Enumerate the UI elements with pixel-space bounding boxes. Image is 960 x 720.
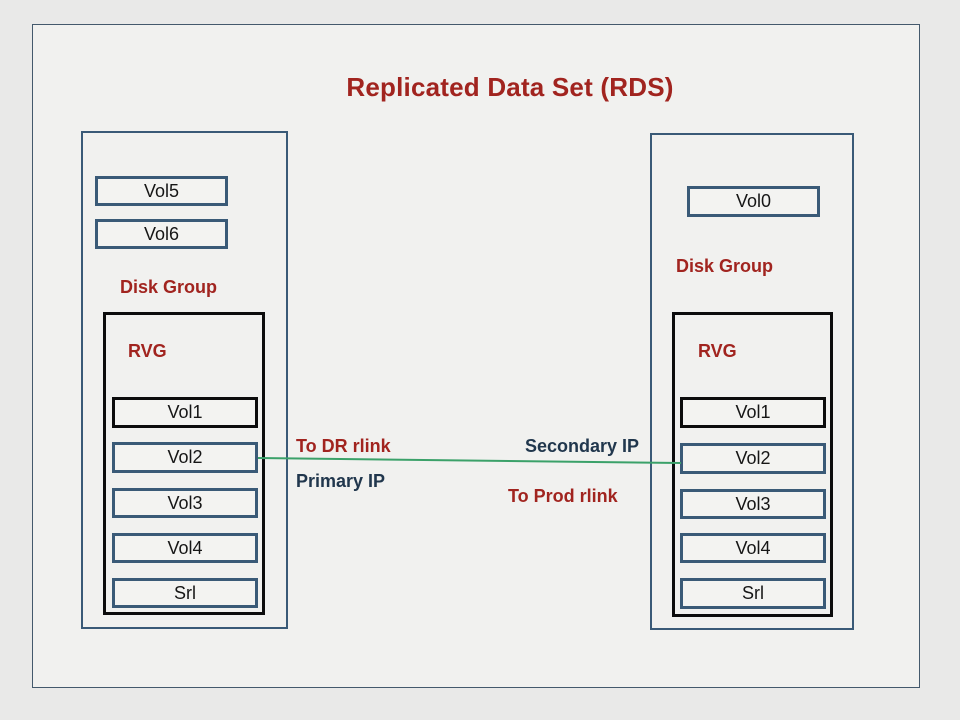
- primary-rvg-vol2-box: Vol2: [112, 442, 258, 473]
- to-dr-rlink-label: To DR rlink: [296, 436, 391, 456]
- secondary-rvg-vol4-box: Vol4: [680, 533, 826, 563]
- primary-rvg-vol1-box: Vol1: [112, 397, 258, 428]
- primary-disk-group-label: Disk Group: [120, 277, 218, 297]
- secondary-rvg-srl-box: Srl: [680, 578, 826, 609]
- secondary-rvg-label: RVG: [698, 341, 737, 361]
- primary-ip-label: Primary IP: [296, 471, 386, 491]
- diagram-title: Replicated Data Set (RDS): [346, 72, 674, 102]
- secondary-rvg-vol2-box: Vol2: [680, 443, 826, 474]
- primary-rvg-vol4-box: Vol4: [112, 533, 258, 563]
- secondary-vol0-box: Vol0: [687, 186, 820, 217]
- primary-rvg-srl-box: Srl: [112, 578, 258, 608]
- secondary-disk-group-label: Disk Group: [676, 256, 774, 276]
- secondary-ip-label: Secondary IP: [525, 436, 640, 456]
- primary-vol5-box: Vol5: [95, 176, 228, 206]
- secondary-rvg-vol1-box: Vol1: [680, 397, 826, 428]
- primary-rvg-label: RVG: [128, 341, 167, 361]
- primary-rvg-vol3-box: Vol3: [112, 488, 258, 518]
- to-prod-rlink-label: To Prod rlink: [508, 486, 618, 506]
- secondary-rvg-vol3-box: Vol3: [680, 489, 826, 519]
- primary-vol6-box: Vol6: [95, 219, 228, 249]
